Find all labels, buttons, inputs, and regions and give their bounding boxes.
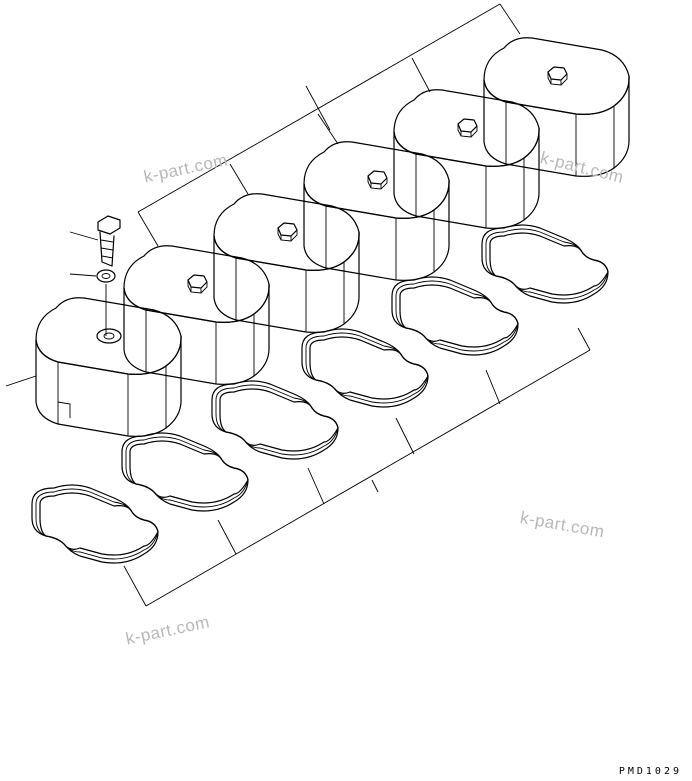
valve-cover — [303, 141, 450, 281]
gasket-group — [31, 224, 609, 564]
hex-nut-icon — [457, 118, 478, 133]
gasket — [211, 380, 339, 460]
hex-nut-icon — [367, 170, 388, 185]
valve-cover — [123, 245, 270, 385]
cover-group — [35, 37, 630, 437]
valve-cover — [483, 37, 630, 177]
bolt-icon — [97, 215, 121, 235]
valve-cover — [35, 297, 182, 437]
valve-cover — [393, 89, 540, 229]
valve-cover — [213, 193, 360, 333]
hex-nut-icon — [547, 66, 568, 81]
gasket — [481, 224, 609, 304]
gasket — [121, 432, 249, 512]
bolt-hole-icon — [96, 328, 122, 344]
washer-icon — [96, 269, 116, 283]
hex-nut-icon — [187, 274, 208, 289]
drawing-code: PMD1029 — [618, 766, 682, 777]
gasket — [391, 276, 519, 356]
gasket — [301, 328, 429, 408]
hex-nut-icon — [277, 222, 298, 237]
gasket — [31, 484, 159, 564]
bolt-assembly — [96, 215, 121, 336]
leader-lines — [5, 3, 591, 607]
